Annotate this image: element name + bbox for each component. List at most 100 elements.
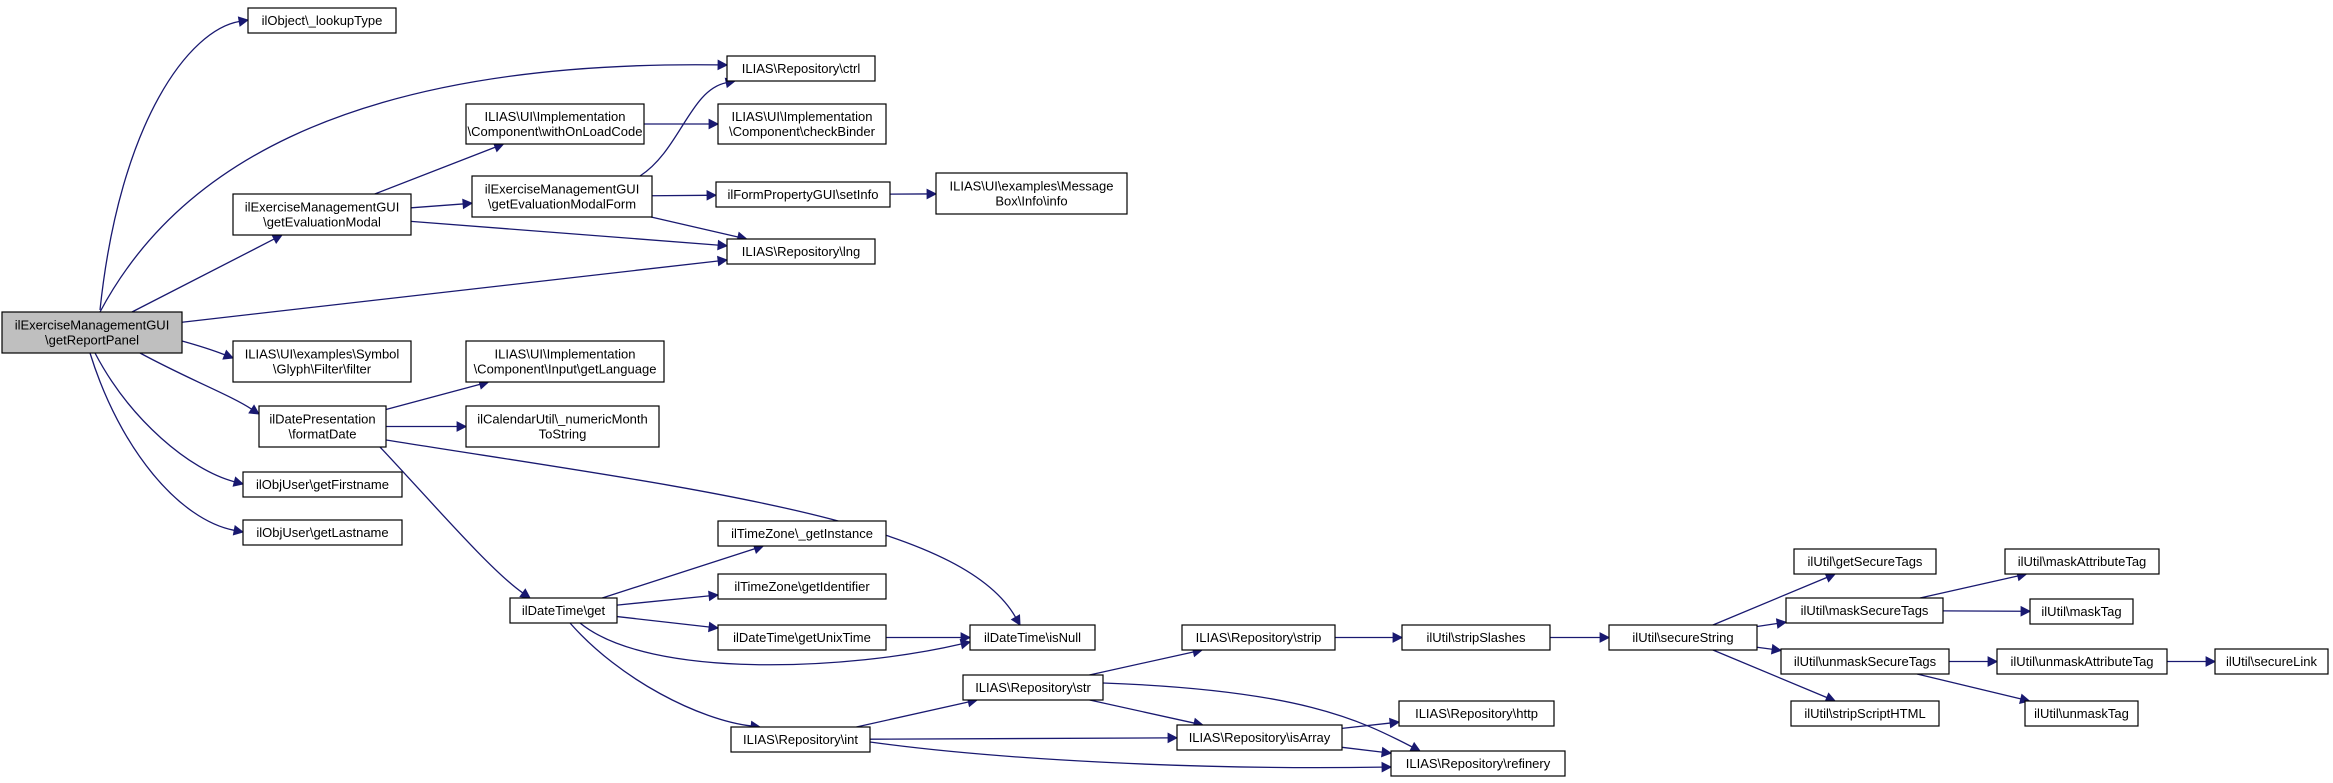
edge-getEvaluationModalForm-to-lng xyxy=(650,216,748,243)
edge-root-to-getLastname xyxy=(89,352,245,536)
node-box xyxy=(509,597,618,624)
node-isNull[interactable]: ilDateTime\isNull xyxy=(969,624,1096,651)
node-getInstance[interactable]: ilTimeZone\_getInstance xyxy=(717,520,887,547)
node-box xyxy=(2029,598,2134,625)
node-label: ilTimeZone\_getInstance xyxy=(731,526,873,541)
node-formatDate[interactable]: ilDatePresentation\formatDate xyxy=(258,405,387,448)
edge-line xyxy=(374,146,496,195)
edge-maskSecureTags-to-maskAttributeTag xyxy=(1919,570,2028,599)
node-box xyxy=(1996,648,2168,675)
node-getEvaluationModal[interactable]: ilExerciseManagementGUI\getEvaluationMod… xyxy=(232,193,412,236)
arrowhead-icon xyxy=(706,189,718,201)
node-label: ilExerciseManagementGUI xyxy=(485,182,640,197)
node-box xyxy=(1790,700,1940,727)
node-getIdentifier[interactable]: ilTimeZone\getIdentifier xyxy=(717,573,887,600)
node-unmaskAttributeTag[interactable]: ilUtil\unmaskAttributeTag xyxy=(1996,648,2168,675)
node-dtGet[interactable]: ilDateTime\get xyxy=(509,597,618,624)
edge-line xyxy=(181,340,225,356)
edge-getEvaluationModalForm-to-setInfo xyxy=(651,189,718,201)
node-isArray[interactable]: ILIAS\Repository\isArray xyxy=(1176,724,1343,751)
node-setInfo[interactable]: ilFormPropertyGUI\setInfo xyxy=(715,181,891,208)
node-refinery[interactable]: ILIAS\Repository\refinery xyxy=(1390,750,1566,777)
edge-line xyxy=(410,220,719,246)
node-repoStr[interactable]: ILIAS\Repository\str xyxy=(962,674,1104,701)
node-secureString[interactable]: ilUtil\secureString xyxy=(1608,624,1758,651)
node-label: ilDatePresentation xyxy=(269,412,375,427)
node-unmaskSecureTags[interactable]: ilUtil\unmaskSecureTags xyxy=(1780,648,1950,675)
node-maskAttributeTag[interactable]: ilUtil\maskAttributeTag xyxy=(2004,548,2160,575)
edge-root-to-filter xyxy=(181,340,235,360)
node-lng[interactable]: ILIAS\Repository\lng xyxy=(726,238,876,265)
node-getFirstname[interactable]: ilObjUser\getFirstname xyxy=(242,471,403,498)
arrowhead-icon xyxy=(1389,717,1401,729)
node-box xyxy=(242,471,403,498)
arrowhead-icon xyxy=(232,524,245,536)
node-maskSecureTags[interactable]: ilUtil\maskSecureTags xyxy=(1785,597,1944,624)
edge-line xyxy=(1341,722,1391,730)
node-label: ILIAS\Repository\strip xyxy=(1196,630,1322,645)
node-strip[interactable]: ILIAS\Repository\strip xyxy=(1181,624,1336,651)
edge-formatDate-to-dtGet xyxy=(379,446,531,599)
edge-line xyxy=(1089,699,1195,724)
node-label: ilDateTime\getUnixTime xyxy=(733,630,871,645)
edge-line xyxy=(410,203,464,209)
node-unmaskTag[interactable]: ilUtil\unmaskTag xyxy=(2024,700,2139,727)
node-box xyxy=(726,238,876,265)
node-box xyxy=(465,405,660,448)
edge-getEvaluationModal-to-getEvaluationModalForm xyxy=(410,198,474,210)
edges-layer xyxy=(89,16,2217,773)
node-http[interactable]: ILIAS\Repository\http xyxy=(1398,700,1555,727)
node-box xyxy=(969,624,1096,651)
node-ctrl[interactable]: ILIAS\Repository\ctrl xyxy=(726,55,876,82)
edge-line xyxy=(1712,576,1828,626)
node-getSecureTags[interactable]: ilUtil\getSecureTags xyxy=(1793,548,1937,575)
edge-formatDate-to-numericMonth xyxy=(386,421,468,432)
node-box xyxy=(1398,700,1555,727)
arrowhead-icon xyxy=(462,198,474,210)
edge-unmaskAttributeTag-to-secureLink xyxy=(2167,656,2217,667)
node-label: ILIAS\Repository\lng xyxy=(742,244,861,259)
node-box xyxy=(247,7,397,34)
node-lookupType[interactable]: ilObject\_lookupType xyxy=(247,7,397,34)
node-box xyxy=(717,520,887,547)
node-repoInt[interactable]: ILIAS\Repository\int xyxy=(730,726,871,753)
arrowhead-icon xyxy=(1599,632,1611,643)
node-label: ilUtil\secureLink xyxy=(2226,654,2318,669)
arrowhead-icon xyxy=(708,590,720,602)
node-stripSlashes[interactable]: ilUtil\stripSlashes xyxy=(1401,624,1551,651)
edge-line xyxy=(1756,646,1773,650)
node-root[interactable]: ilExerciseManagementGUI\getReportPanel xyxy=(1,311,183,354)
node-label: ilUtil\maskAttributeTag xyxy=(2018,554,2147,569)
node-withOnLoadCode[interactable]: ILIAS\UI\Implementation\Component\withOn… xyxy=(465,103,645,145)
node-label: \Glyph\Filter\filter xyxy=(273,362,372,377)
arrowhead-icon xyxy=(926,188,938,200)
node-getEvaluationModalForm[interactable]: ilExerciseManagementGUI\getEvaluationMod… xyxy=(471,175,653,218)
node-maskTag[interactable]: ilUtil\maskTag xyxy=(2029,598,2134,625)
node-label: ilTimeZone\getIdentifier xyxy=(734,579,870,594)
node-getLastname[interactable]: ilObjUser\getLastname xyxy=(242,519,403,546)
edge-repoStr-to-isArray xyxy=(1089,699,1204,729)
node-checkBinder[interactable]: ILIAS\UI\Implementation\Component\checkB… xyxy=(717,103,887,145)
node-secureLink[interactable]: ilUtil\secureLink xyxy=(2214,648,2329,675)
node-getLanguage[interactable]: ILIAS\UI\Implementation\Component\Input\… xyxy=(465,340,665,383)
node-label: ILIAS\UI\examples\Symbol xyxy=(245,347,400,362)
edge-line xyxy=(139,352,252,410)
node-box xyxy=(2214,648,2329,675)
node-label: \Component\Input\getLanguage xyxy=(474,362,657,377)
node-box xyxy=(1785,597,1944,624)
node-getUnixTime[interactable]: ilDateTime\getUnixTime xyxy=(717,624,887,651)
node-box xyxy=(232,340,412,383)
edge-repoInt-to-refinery xyxy=(869,741,1393,773)
arrowhead-icon xyxy=(237,16,250,27)
node-label: ILIAS\UI\Implementation xyxy=(485,109,626,124)
node-box xyxy=(730,726,871,753)
node-label: \Component\withOnLoadCode xyxy=(468,124,643,139)
node-label: ILIAS\Repository\int xyxy=(743,732,858,747)
node-filter[interactable]: ILIAS\UI\examples\Symbol\Glyph\Filter\fi… xyxy=(232,340,412,383)
node-label: \getReportPanel xyxy=(45,333,139,348)
node-label: ilUtil\stripScriptHTML xyxy=(1804,706,1925,721)
node-stripScriptHTML[interactable]: ilUtil\stripScriptHTML xyxy=(1790,700,1940,727)
